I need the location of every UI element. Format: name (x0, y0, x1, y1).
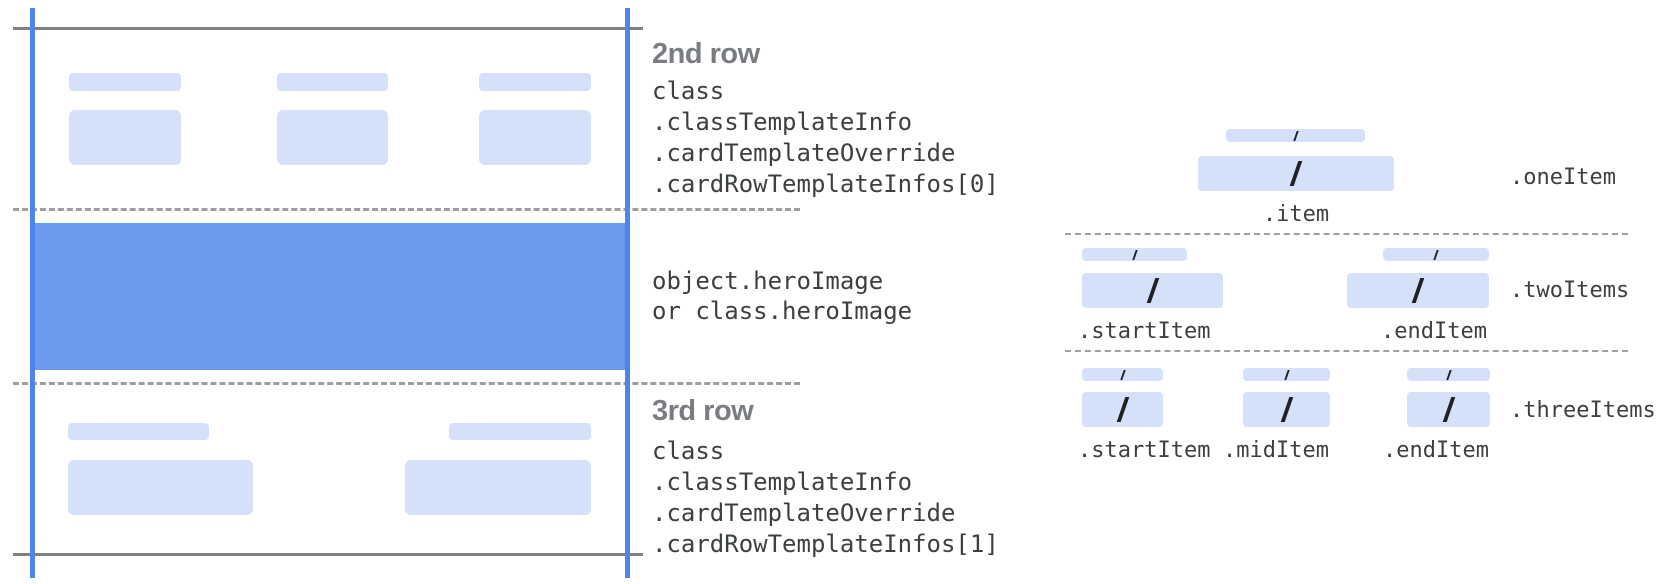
card-right-guide-line (625, 8, 630, 578)
row3-heading: 3rd row (652, 395, 754, 427)
slash-icon (1119, 369, 1126, 380)
hero-bottom-dashed-divider (13, 382, 800, 385)
slash-icon (1433, 249, 1439, 260)
row3-col1-value-placeholder (68, 460, 253, 515)
twoitems-end-field-label: .endItem (1381, 319, 1487, 344)
row2-col1-value-placeholder (69, 110, 181, 165)
threeitems-mid-value-bar (1243, 392, 1330, 427)
threeitems-mid-field-label: .midItem (1223, 438, 1329, 463)
row2-path-line2: .classTemplateInfo (652, 108, 913, 136)
oneitem-twoitems-dashed-divider (1065, 233, 1628, 235)
oneitem-item-value-bar (1198, 156, 1394, 191)
row3-col2-label-placeholder (449, 423, 591, 440)
row2-heading: 2nd row (652, 38, 760, 70)
slash-icon (1146, 278, 1159, 303)
row2-path-line3: .cardTemplateOverride (652, 139, 956, 167)
row2-col1-label-placeholder (69, 73, 181, 91)
oneitem-layout-name: .oneItem (1510, 165, 1616, 190)
threeitems-mid-label-bar (1243, 368, 1330, 381)
twoitems-end-value-bar (1347, 273, 1489, 308)
threeitems-start-field-label: .startItem (1078, 438, 1211, 463)
threeitems-end-label-bar (1407, 368, 1490, 381)
hero-image-band (32, 223, 628, 370)
twoitems-end-label-bar (1383, 248, 1489, 261)
threeitems-end-field-label: .endItem (1383, 438, 1489, 463)
row3-col2-value-placeholder (405, 460, 591, 515)
twoitems-start-field-label: .startItem (1078, 319, 1211, 344)
card-left-guide-line (30, 8, 35, 578)
threeitems-end-value-bar (1407, 392, 1490, 427)
row3-path-line2: .classTemplateInfo (652, 468, 913, 496)
row2-bottom-dashed-divider (13, 208, 800, 211)
hero-path-line2: or class.heroImage (652, 297, 913, 325)
oneitem-item-field-label: .item (1262, 202, 1330, 227)
slash-icon (1283, 369, 1290, 380)
slash-icon (1411, 278, 1425, 303)
row3-col1-label-placeholder (68, 423, 209, 440)
card-top-edge-line (13, 27, 643, 30)
row2-col3-value-placeholder (479, 110, 591, 165)
row3-class-path: class .classTemplateInfo .cardTemplateOv… (652, 436, 999, 560)
twoitems-layout-name: .twoItems (1510, 278, 1630, 303)
row3-path-line4: .cardRowTemplateInfos[1] (652, 530, 999, 558)
slash-icon (1289, 161, 1303, 186)
threeitems-layout-name: .threeItems (1510, 398, 1656, 423)
row2-col3-label-placeholder (479, 73, 591, 91)
threeitems-start-label-bar (1082, 368, 1163, 381)
row2-col2-label-placeholder (277, 73, 388, 91)
slash-icon (1116, 397, 1129, 422)
twoitems-threeitems-dashed-divider (1065, 350, 1628, 352)
hero-image-path: object.heroImage or class.heroImage (652, 266, 912, 326)
row2-path-line4: .cardRowTemplateInfos[0] (652, 170, 999, 198)
twoitems-start-label-bar (1082, 248, 1187, 261)
twoitems-start-value-bar (1082, 273, 1223, 308)
oneitem-item-label-bar (1226, 129, 1365, 142)
slash-icon (1292, 130, 1299, 141)
slash-icon (1445, 369, 1452, 380)
hero-path-line1: object.heroImage (652, 267, 884, 295)
slash-icon (1280, 397, 1293, 422)
row3-path-line3: .cardTemplateOverride (652, 499, 956, 527)
row2-class-path: class .classTemplateInfo .cardTemplateOv… (652, 76, 999, 200)
row3-path-line1: class (652, 437, 725, 465)
threeitems-start-value-bar (1082, 392, 1163, 427)
row2-col2-value-placeholder (277, 110, 388, 165)
row2-path-line1: class (652, 77, 725, 105)
slash-icon (1131, 249, 1138, 260)
slash-icon (1442, 397, 1455, 422)
card-bottom-edge-line (13, 553, 643, 556)
